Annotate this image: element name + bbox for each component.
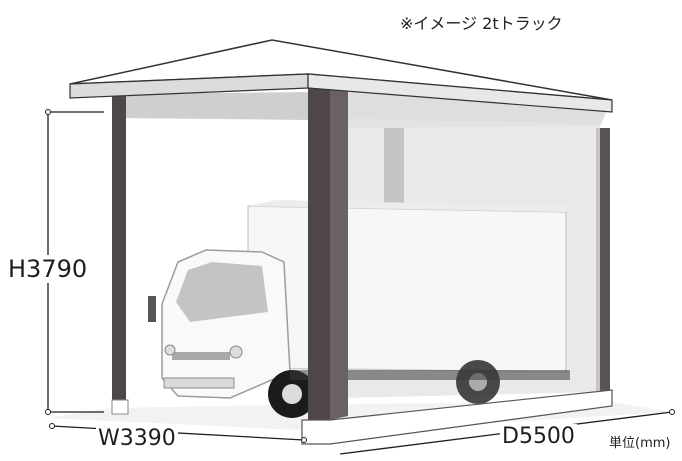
truck-grille: [172, 352, 230, 360]
front-post-right-side: [330, 80, 348, 420]
truck-windshield: [176, 262, 268, 322]
truck-front-hub: [282, 384, 302, 404]
depth-label: D5500: [500, 424, 577, 449]
truck-bumper: [163, 377, 235, 389]
dimension-endpoints: [45, 109, 675, 443]
front-post-left-base: [111, 399, 129, 415]
width-dim-end-right: [301, 437, 307, 443]
image-note: ※イメージ 2tトラック: [400, 14, 563, 33]
height-label: H3790: [6, 255, 90, 283]
unit-label: 単位(mm): [609, 436, 671, 451]
truck-cargo-box: [247, 205, 567, 373]
height-dim-end-top: [45, 109, 51, 115]
roof-edge-side: [307, 73, 613, 113]
truck-headlight-left: [164, 344, 176, 356]
front-post-right: [308, 78, 330, 420]
truck-chassis: [290, 370, 570, 380]
width-label: W3390: [96, 426, 178, 451]
roof-underside-side: [308, 90, 610, 128]
truck-headlight-right: [229, 345, 243, 359]
bottom-sill: [301, 389, 613, 445]
width-dim-end-left: [49, 423, 55, 429]
front-post-left: [112, 94, 126, 400]
truck-side-mirror: [148, 296, 156, 322]
roof-underside: [120, 92, 310, 120]
width-dim-line: [51, 425, 305, 441]
depth-dim-end-right: [669, 409, 675, 415]
height-dim-end-bottom: [45, 409, 51, 415]
